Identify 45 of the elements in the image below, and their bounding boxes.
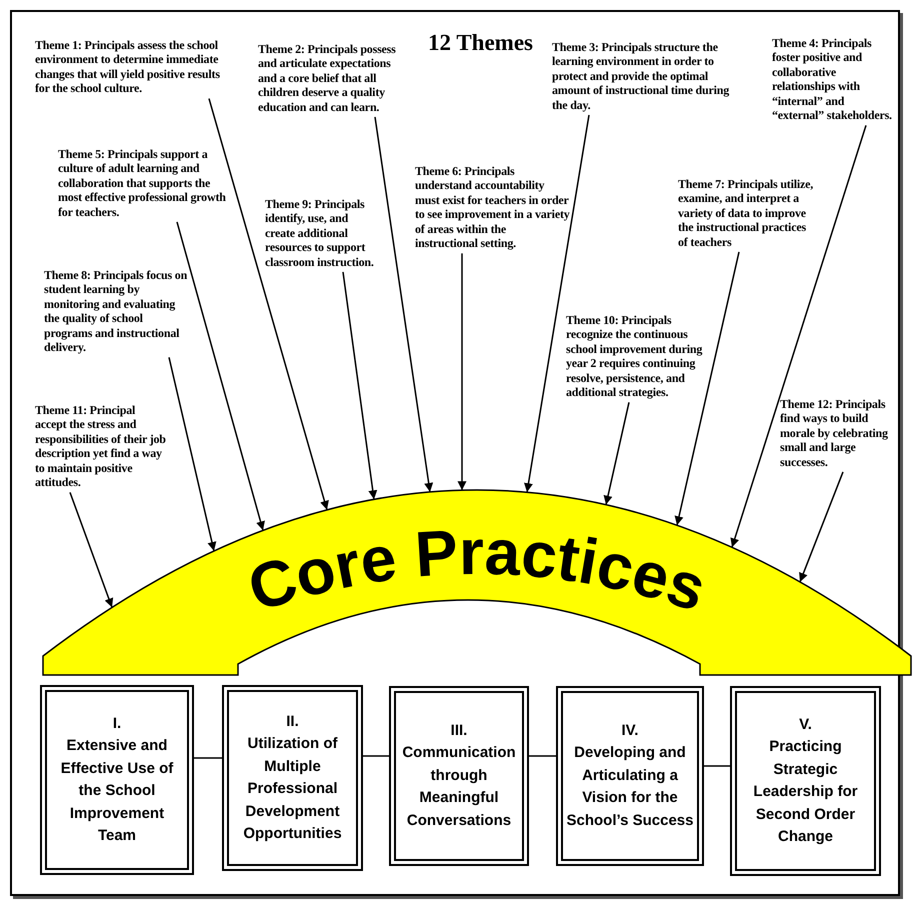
roman-numeral: IV. xyxy=(622,720,638,741)
arrow xyxy=(168,357,216,552)
roman-numeral: III. xyxy=(450,720,468,741)
theme-text: Theme 11: Principal accept the stress and responsibilities of their job description yet find a way to maintain positive attitudes. xyxy=(35,403,167,490)
theme-text: Theme 8: Principals focus on student learning by monitoring and evaluating the quality of school programs and instructional delivery. xyxy=(44,268,192,354)
theme-text: Theme 2: Principals possess and articulate expectations and a core belief that all children deserve a quality education and can learn. xyxy=(258,42,408,114)
arrow xyxy=(208,98,329,510)
connector-line xyxy=(363,755,389,757)
arrow xyxy=(604,402,630,505)
arrow xyxy=(342,272,378,500)
theme-text: Theme 1: Principals assess the school environment to determine immediate changes that will yield positive results for the school culture. xyxy=(35,38,230,96)
practice-box xyxy=(40,685,194,875)
arch-title: Core Practices xyxy=(240,516,714,626)
roman-numeral: I. xyxy=(112,714,122,734)
box-text: Utilization of Multiple Professional Development Opportunities xyxy=(242,734,343,844)
arrow xyxy=(458,253,466,490)
connector-line xyxy=(529,755,556,757)
practice-box xyxy=(730,686,881,876)
box-text: Practicing Strategic Leadership for Second Order Change xyxy=(752,737,859,847)
theme-text: Theme 4: Principals foster positive and collaborative relationships with “internal” and “external” stakeholders. xyxy=(772,36,896,122)
theme-text: Theme 9: Principals identify, use, and create additional resources to support classroom instruction. xyxy=(265,197,377,269)
connector-line xyxy=(194,757,222,759)
connector-line xyxy=(704,765,730,767)
arrow xyxy=(799,472,844,582)
box-text: Developing and Articulating a Vision for the School’s Success xyxy=(565,743,694,831)
theme-text: Theme 3: Principals structure the learning environment in order to protect and provide the optimal amount of instructional time during the day. xyxy=(552,40,732,112)
box-text: Communication through Meaningful Conversations xyxy=(401,743,517,831)
theme-text: Theme 6: Principals understand accountability must exist for teachers in order to see improvement in a variety of areas within the instructional setting. xyxy=(415,164,570,250)
roman-numeral: II. xyxy=(286,712,299,732)
arrow xyxy=(730,125,867,548)
arrow xyxy=(176,222,265,531)
arrow xyxy=(69,492,114,608)
practice-box xyxy=(556,686,704,866)
arrow xyxy=(374,116,434,492)
theme-text: Theme 7: Principals utilize, examine, and interpret a variety of data to improve the instructional practices of teachers xyxy=(678,177,816,249)
practice-box xyxy=(222,685,363,871)
arrow xyxy=(524,114,590,492)
box-text: Extensive and Effective Use of the School Improvement Team xyxy=(60,736,174,846)
practice-box xyxy=(389,686,529,866)
theme-text: Theme 12: Principals find ways to build morale by celebrating small and large successes. xyxy=(780,397,898,469)
roman-numeral: V. xyxy=(799,714,812,734)
diagram-title: 12 Themes xyxy=(428,30,533,56)
theme-text: Theme 10: Principals recognize the continuous school improvement during year 2 requires continuing resolve, persistence, and additional strategies. xyxy=(566,313,712,400)
theme-text: Theme 5: Principals support a culture of adult learning and collaboration that supports the most effective professional growth for teachers. xyxy=(58,147,230,219)
arrow xyxy=(674,252,740,526)
